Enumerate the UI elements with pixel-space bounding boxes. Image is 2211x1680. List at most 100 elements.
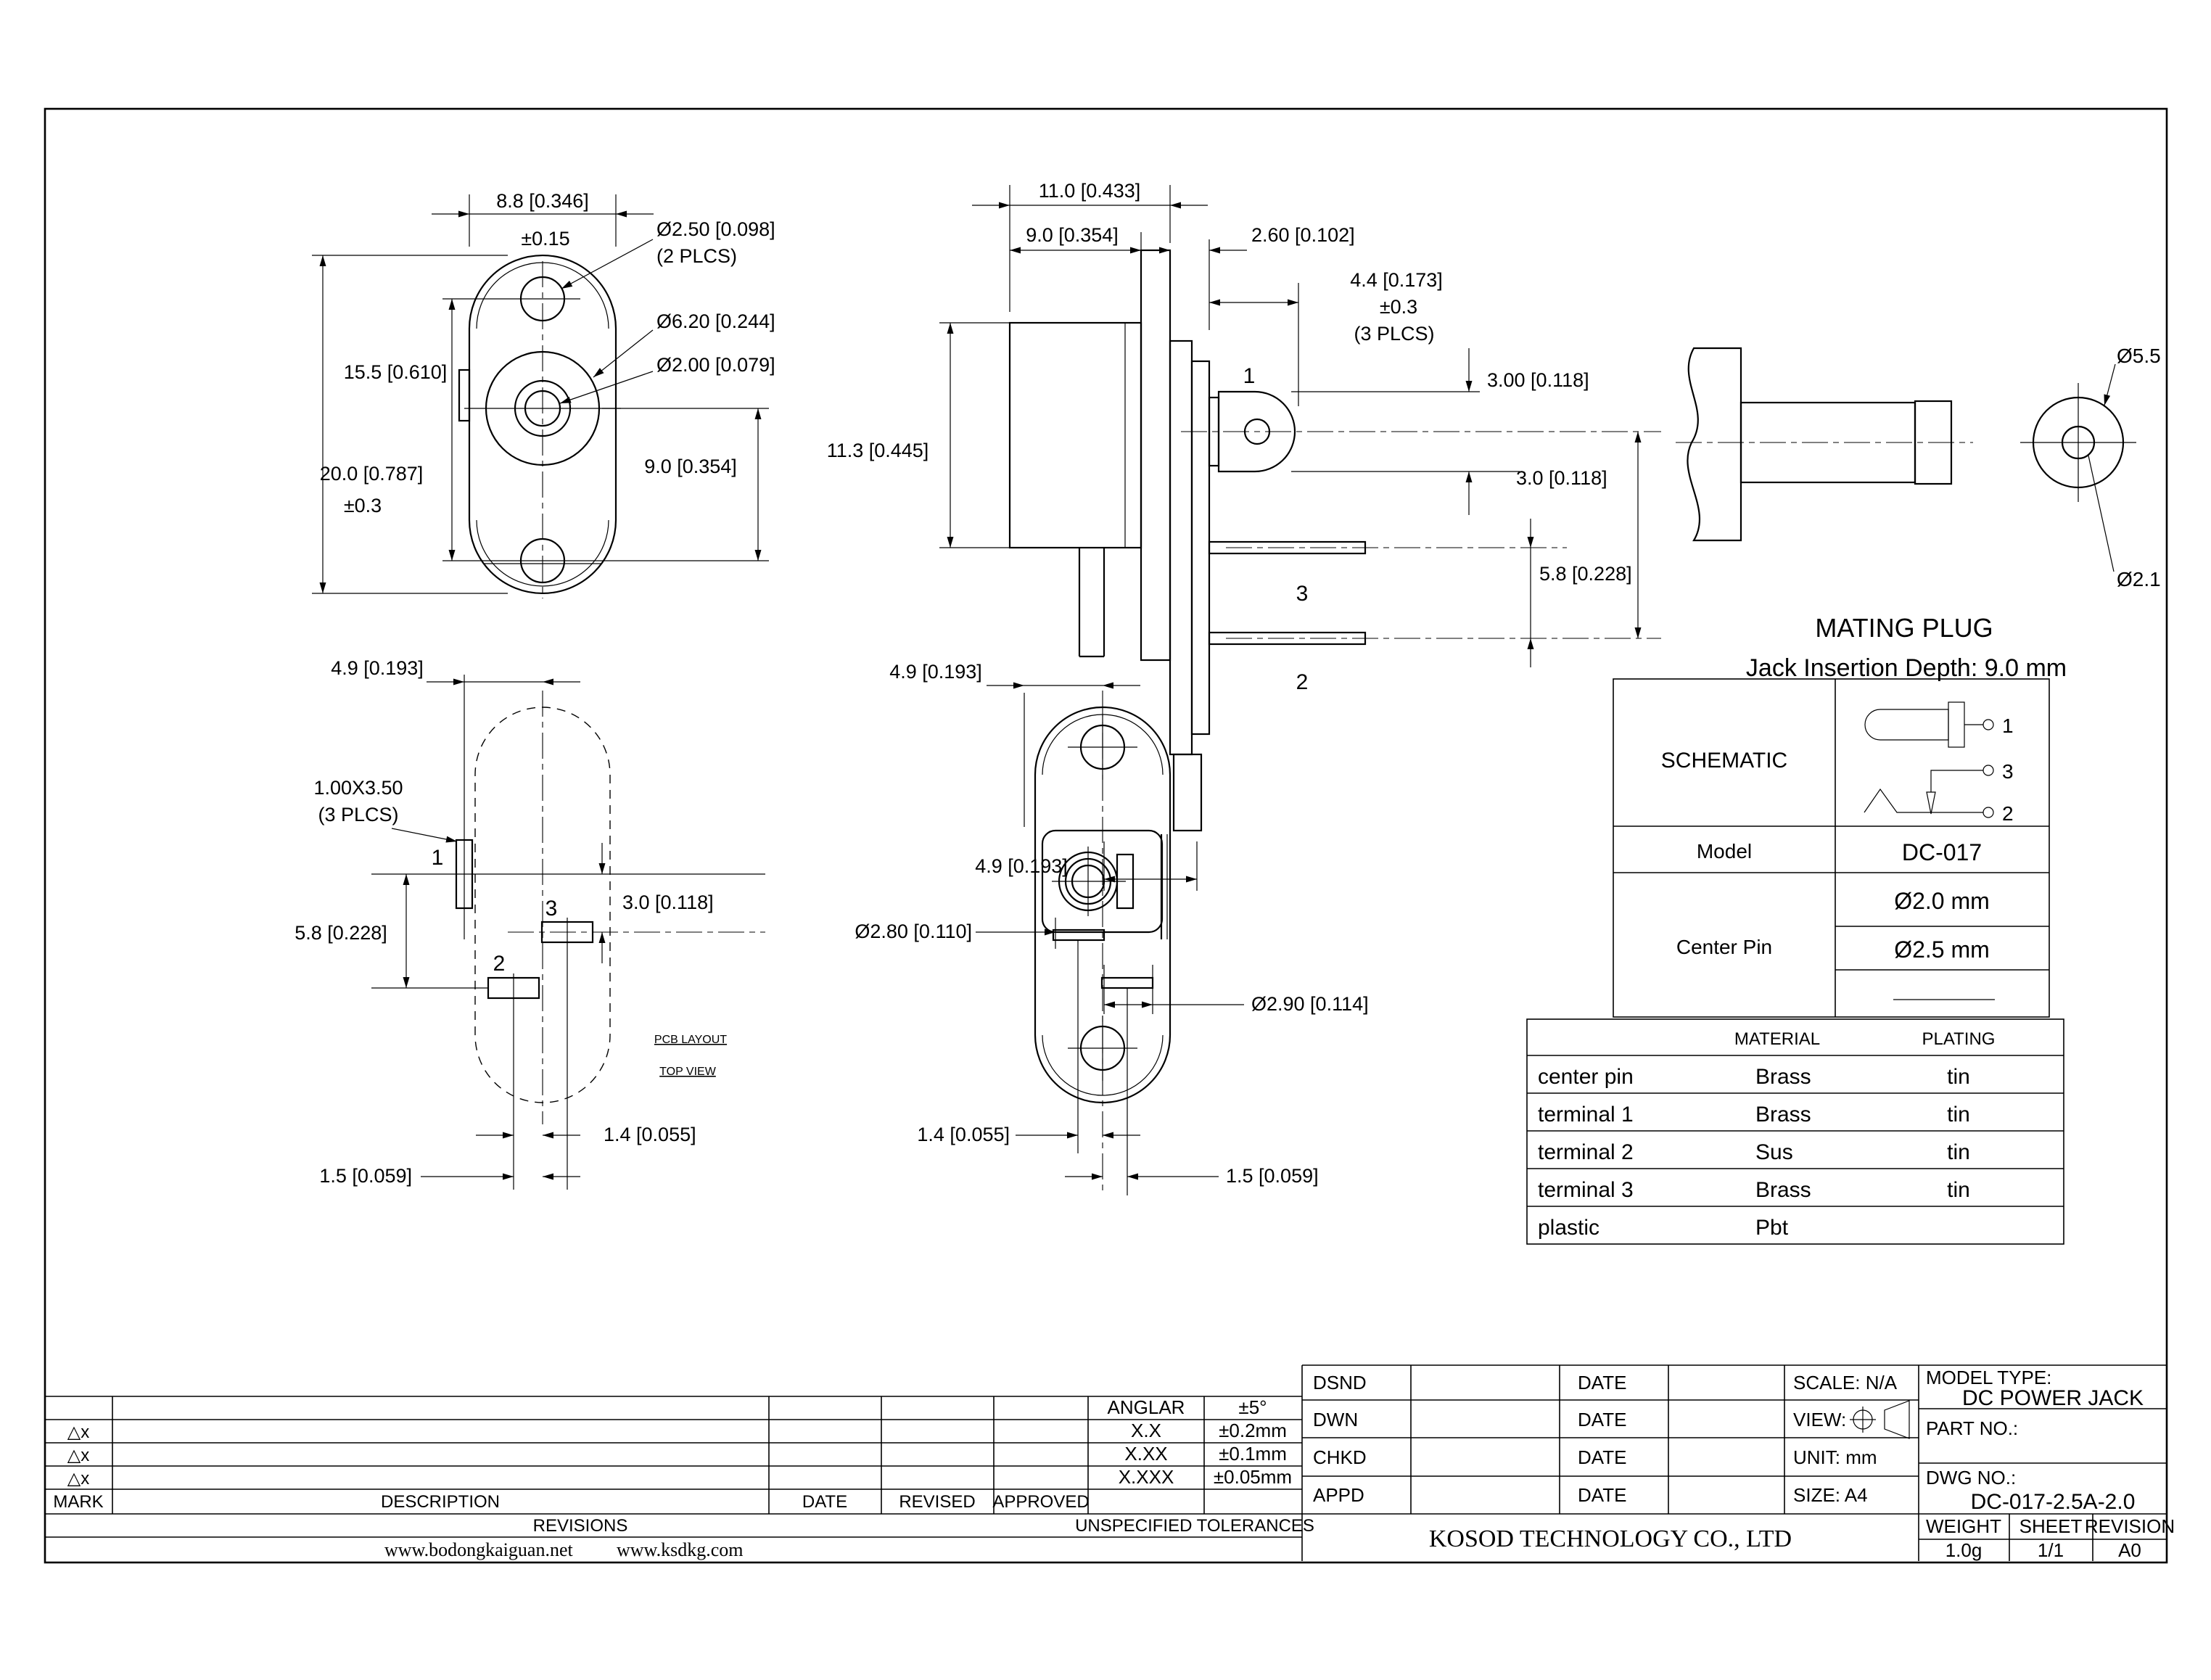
schematic-terminal-3 — [1983, 765, 1994, 776]
schematic-plug-cap — [1948, 701, 1965, 748]
approved-header: APPROVED — [992, 1492, 1089, 1512]
sheet-border — [44, 107, 2168, 1564]
pcb-dim-h: 3.0 [0.118] — [622, 892, 714, 913]
bottom-view: 4.9 [0.193] Ø2.80 [0.110] Ø2.90 [0.114] … — [855, 661, 1369, 1195]
plating-header: PLATING — [1922, 1029, 1996, 1049]
spec-center-pin-label: Center Pin — [1676, 936, 1772, 958]
appd-label: APPD — [1313, 1484, 1364, 1506]
schematic-pin3: 3 — [2002, 760, 2014, 783]
projection-symbol-cone — [1884, 1400, 1910, 1439]
schematic-plug-barrel — [1864, 709, 1949, 741]
title-block: △x △x △x MARK DESCRIPTION DATE REVISED A… — [45, 1364, 2175, 1561]
pin3-label: 3 — [1296, 582, 1309, 606]
plug-dia-inner: Ø2.1 — [2117, 568, 2161, 590]
schematic-pin2: 2 — [2002, 802, 2014, 825]
bottom-dia-b: Ø2.90 [0.114] — [1251, 993, 1369, 1015]
spec-schematic-label: SCHEMATIC — [1661, 749, 1787, 773]
dwg-no-label: DWG NO.: — [1926, 1467, 2016, 1488]
appd-date: DATE — [1578, 1484, 1626, 1506]
dim-side-flange: 2.60 [0.102] — [1251, 224, 1355, 246]
material-row-plating: tin — [1947, 1178, 1970, 1202]
material-row-material: Pbt — [1755, 1216, 1789, 1240]
dim-terminal-note: (3 PLCS) — [1354, 323, 1434, 345]
chkd-date: DATE — [1578, 1446, 1626, 1468]
scale-label: SCALE: N/A — [1793, 1372, 1898, 1393]
dim-front-width: 8.8 [0.346] — [496, 190, 589, 212]
pcb-pad-size: 1.00X3.50 — [313, 777, 403, 799]
website-2: www.ksdkg.com — [617, 1539, 744, 1560]
material-row-material: Brass — [1755, 1065, 1811, 1089]
bottom-dia-a: Ø2.80 [0.110] — [855, 921, 972, 942]
tol-xxx-value: ±0.1mm — [1219, 1443, 1287, 1465]
pcb-dim-v: 5.8 [0.228] — [295, 922, 387, 944]
model-type-value: DC POWER JACK — [1962, 1386, 2144, 1410]
plug-cable — [1687, 347, 1742, 542]
spec-model-label: Model — [1697, 840, 1752, 862]
schematic-terminal-2 — [1983, 807, 1994, 818]
dim-side-height: 11.3 [0.445] — [827, 440, 929, 461]
dim-terminal-tol: ±0.3 — [1380, 296, 1417, 318]
dim-front-height: 20.0 [0.787] — [320, 463, 424, 485]
material-row-label: center pin — [1538, 1065, 1634, 1089]
material-row-label: terminal 2 — [1538, 1140, 1634, 1164]
bottom-slot — [1116, 853, 1135, 910]
bottom-dim-offset: 4.9 [0.193] — [889, 661, 982, 683]
material-row-plating: tin — [1947, 1140, 1970, 1164]
pcb-caption-2: TOP VIEW — [659, 1066, 717, 1078]
leader-line — [559, 371, 654, 404]
material-row-label: plastic — [1538, 1216, 1599, 1240]
spec-table-border — [1613, 678, 2050, 1018]
dim-side-body: 9.0 [0.354] — [1026, 224, 1119, 246]
material-row-label: terminal 1 — [1538, 1103, 1634, 1127]
part-no-label: PART NO.: — [1926, 1417, 2018, 1439]
schematic-contact-needle — [1926, 791, 1936, 815]
bottom-dim-left: 1.4 [0.055] — [917, 1124, 1010, 1145]
description-header: DESCRIPTION — [381, 1492, 500, 1512]
pcb-pad-note: (3 PLCS) — [318, 804, 398, 825]
mating-plug-title: MATING PLUG — [1815, 613, 1993, 643]
pcb-pin2-label: 2 — [493, 952, 506, 976]
unspecified-tolerances-label: UNSPECIFIED TOLERANCES — [1075, 1516, 1314, 1536]
front-outline — [468, 254, 617, 595]
material-row-material: Sus — [1755, 1140, 1793, 1164]
side-peg — [1172, 753, 1203, 832]
dim-front-axis-hole: 9.0 [0.354] — [644, 456, 737, 477]
chkd-label: CHKD — [1313, 1446, 1367, 1468]
dia-pin: Ø2.00 [0.079] — [656, 354, 775, 376]
dim-lug-up: 3.00 [0.118] — [1487, 369, 1589, 391]
pin1-label: 1 — [1243, 364, 1256, 388]
material-header: MATERIAL — [1734, 1029, 1820, 1049]
mark-header: MARK — [53, 1492, 103, 1512]
size-label: SIZE: A4 — [1793, 1484, 1868, 1506]
bottom-dim-right: 1.5 [0.059] — [1226, 1165, 1319, 1187]
pcb-caption-1: PCB LAYOUT — [654, 1034, 727, 1046]
website-1: www.bodongkaiguan.net — [384, 1539, 573, 1560]
tol-xxxx-value: ±0.05mm — [1214, 1466, 1292, 1488]
spec-table: SCHEMATIC Model DC-017 Center Pin Ø2.0 m… — [1613, 678, 2050, 1018]
pcb-dim-left: 1.5 [0.059] — [319, 1165, 412, 1187]
side-flange — [1140, 249, 1172, 662]
material-row-material: Brass — [1755, 1103, 1811, 1127]
pcb-dim-offset: 4.9 [0.193] — [331, 657, 424, 679]
revision-value: A0 — [2118, 1539, 2141, 1561]
unit-label: UNIT: mm — [1793, 1446, 1877, 1468]
schematic-wire-3 — [1930, 770, 1983, 792]
dwn-date: DATE — [1578, 1409, 1626, 1430]
company-name: KOSOD TECHNOLOGY CO., LTD — [1429, 1525, 1792, 1552]
front-side-tab — [458, 368, 471, 422]
material-table-border — [1526, 1018, 2064, 1245]
revised-header: REVISED — [899, 1492, 975, 1512]
model-type-label: MODEL TYPE: — [1926, 1367, 2051, 1388]
material-row-material: Brass — [1755, 1178, 1811, 1202]
sheet-header: SHEET — [2019, 1515, 2083, 1537]
material-table: MATERIAL PLATING center pin Brass tin te… — [1526, 1018, 2064, 1245]
dim-side-total: 11.0 [0.433] — [1039, 180, 1141, 202]
side-view: 1 3 2 11.0 [0.433] 9.0 [0.354] 2.60 [0.1… — [827, 180, 1661, 891]
tol-xx-label: X.X — [1131, 1420, 1161, 1441]
spec-model-value: DC-017 — [1902, 839, 1982, 865]
pcb-pin1-label: 1 — [432, 846, 444, 870]
dim-side-peg: 4.9 [0.193] — [975, 855, 1068, 877]
leader-line — [391, 828, 458, 843]
